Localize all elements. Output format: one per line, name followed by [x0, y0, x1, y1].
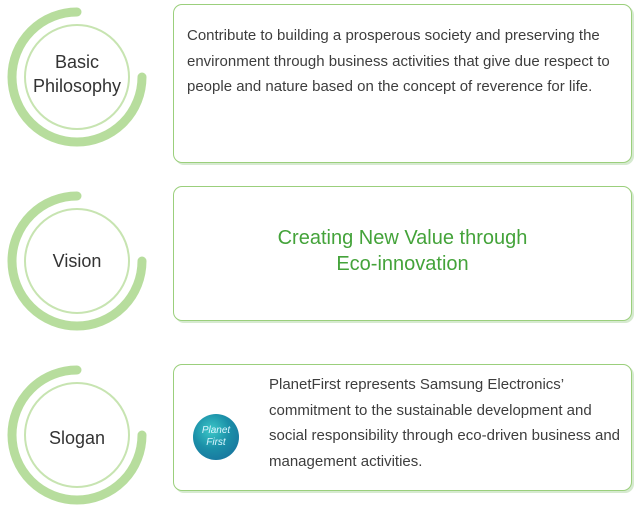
slogan-box: Planet First PlanetFirst represents Sams… [173, 364, 632, 491]
vision-circle: Vision [2, 186, 152, 336]
logo-line1: Planet [201, 425, 231, 436]
basic-philosophy-box: Contribute to building a prosperous soci… [173, 4, 632, 163]
basic-philosophy-section: Basic Philosophy Contribute to building … [0, 0, 634, 180]
vision-line2: Eco-innovation [336, 253, 469, 275]
planetfirst-logo: Planet First [193, 414, 239, 460]
slogan-label: Slogan [48, 428, 106, 448]
ring-decoration-icon [7, 7, 147, 147]
basic-philosophy-text: Contribute to building a prosperous soci… [187, 27, 610, 95]
slogan-text: PlanetFirst represents Samsung Electroni… [269, 376, 621, 470]
vision-box: Creating New Value through Eco-innovatio… [173, 186, 632, 321]
vision-line1: Creating New Value through [277, 227, 528, 249]
slogan-circle: Slogan [2, 360, 152, 510]
basic-label-line1: Basic [54, 52, 99, 72]
vision-section: Vision Creating New Value through Eco-in… [0, 178, 634, 331]
basic-philosophy-circle: Basic Philosophy [2, 2, 152, 152]
vision-label: Vision [52, 251, 102, 271]
logo-line2: First [206, 437, 226, 448]
slogan-section: Slogan Planet First PlanetFirst represen… [0, 355, 634, 505]
ring-decoration-icon [7, 365, 147, 505]
ring-decoration-icon [7, 191, 147, 331]
basic-label-line2: Philosophy [32, 76, 122, 96]
